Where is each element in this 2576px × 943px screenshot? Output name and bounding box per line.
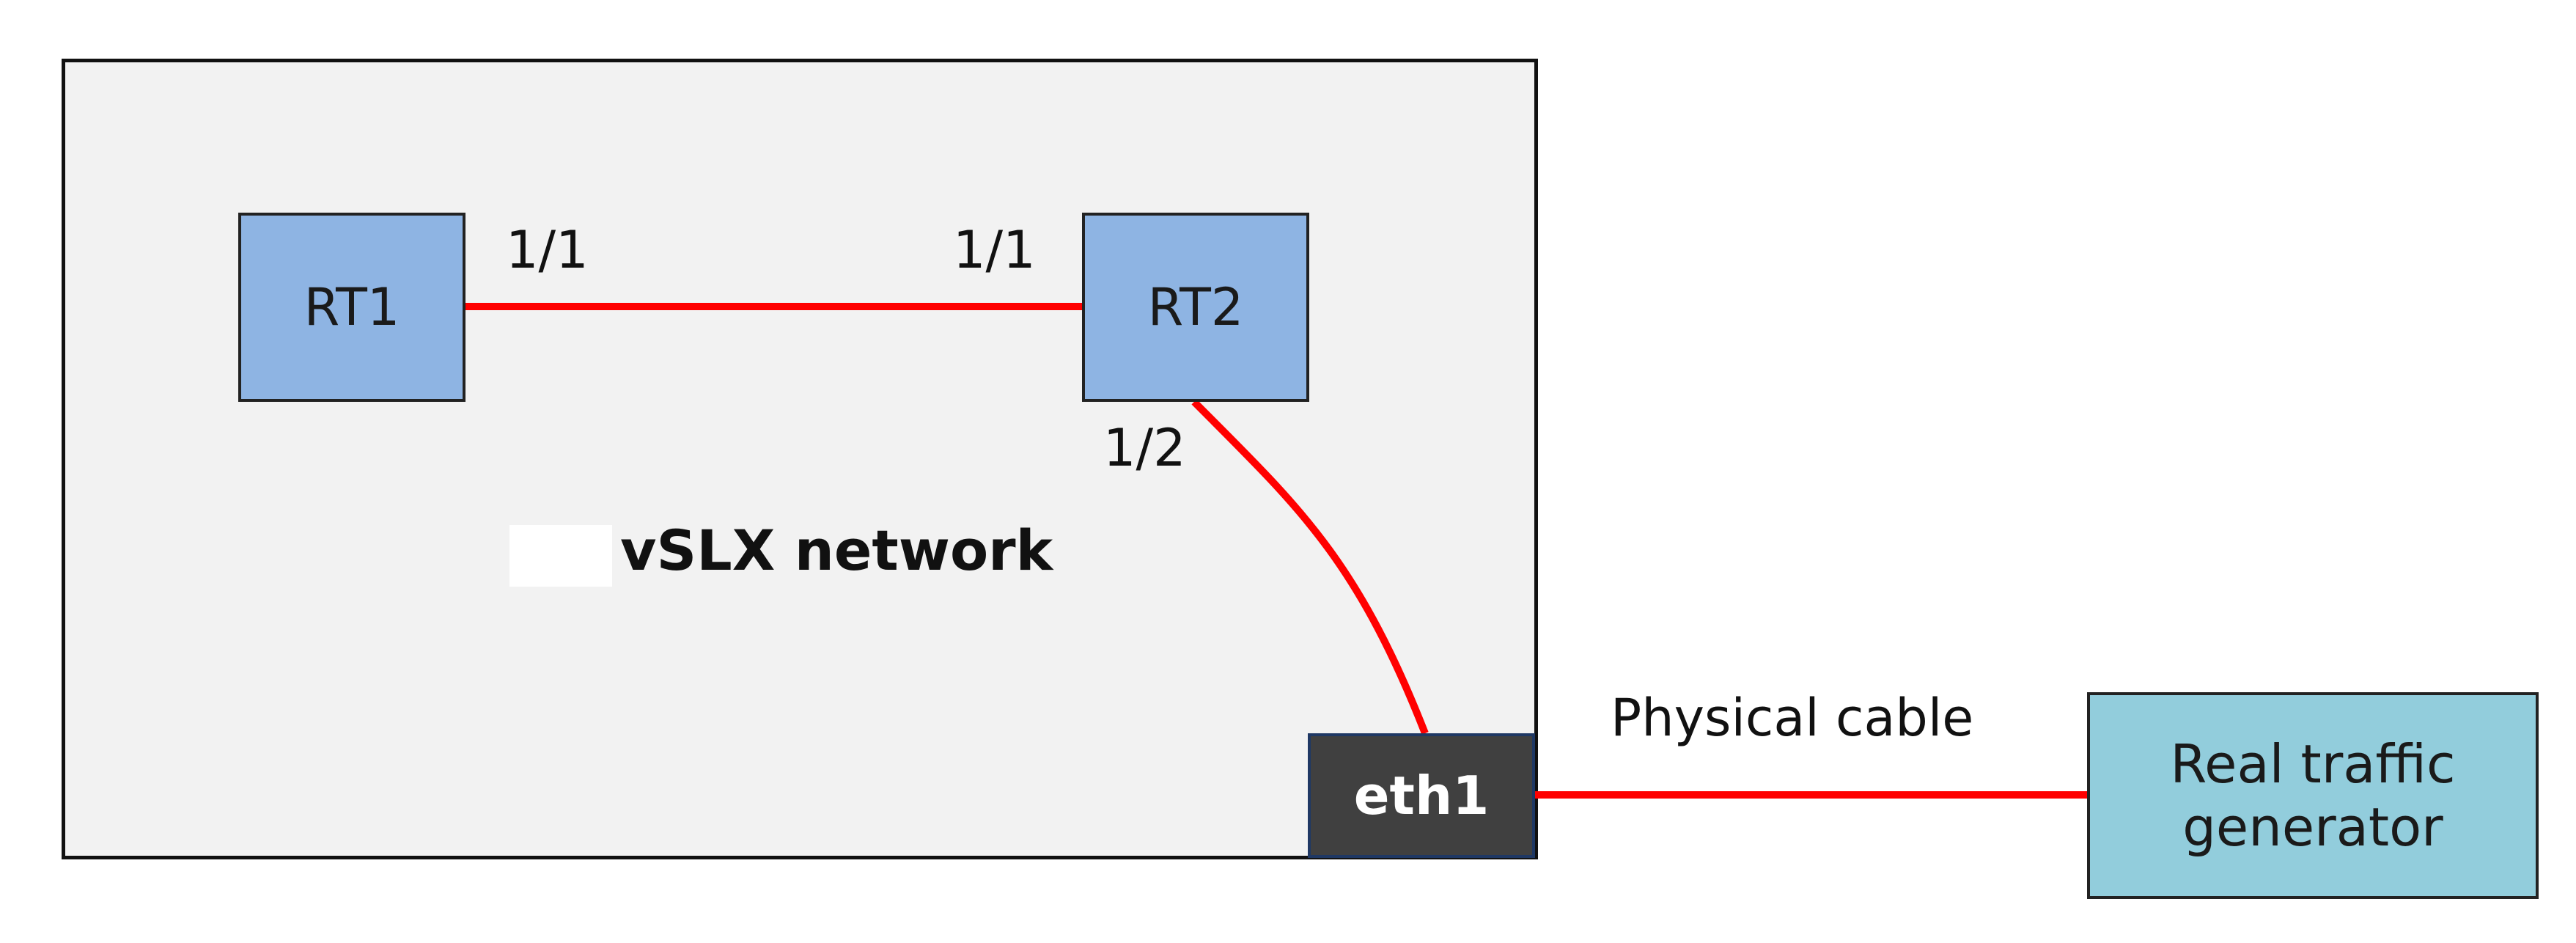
interface-eth1-label: eth1	[1353, 765, 1490, 826]
vslx-network-boundary	[62, 59, 1538, 859]
router-rt1-label: RT1	[303, 277, 400, 337]
interface-eth1: eth1	[1308, 733, 1535, 858]
router-rt1: RT1	[238, 213, 465, 402]
router-rt2: RT2	[1082, 213, 1309, 402]
router-rt2-label: RT2	[1147, 277, 1244, 337]
rt2-port-a-label: 1/1	[953, 220, 1036, 280]
traffic-generator-label: Real traffic generator	[2170, 733, 2456, 858]
traffic-generator-box: Real traffic generator	[2087, 692, 2539, 899]
legend-swatch	[509, 525, 612, 587]
rt1-port-label: 1/1	[506, 220, 589, 280]
legend-label: vSLX network	[620, 518, 1053, 583]
rt2-eth1-link	[1191, 399, 1429, 735]
rt2-port-b-label: 1/2	[1103, 418, 1186, 478]
physical-cable-label: Physical cable	[1611, 688, 1974, 748]
